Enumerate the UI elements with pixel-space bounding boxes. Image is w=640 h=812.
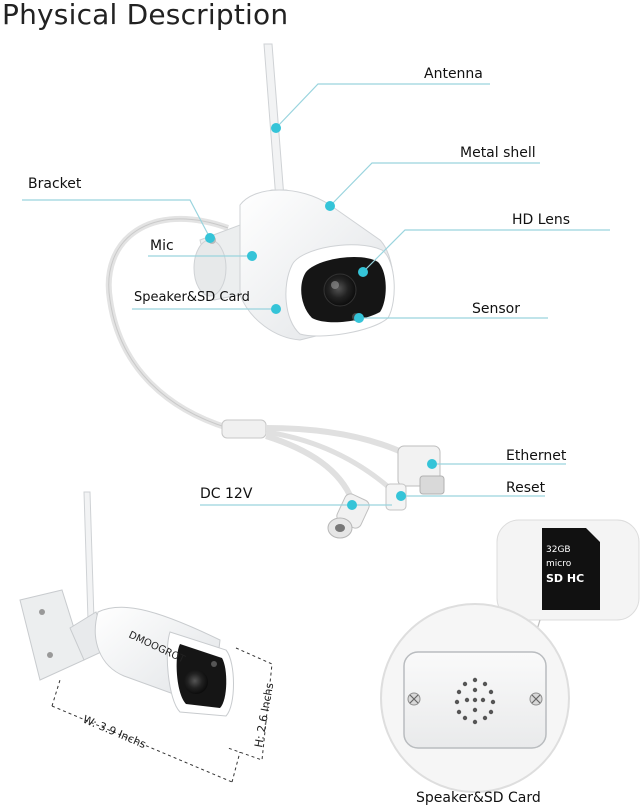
sd-card-capacity: 32GB (546, 545, 571, 555)
width-dimension-line (51, 705, 233, 783)
sd-card-inset: 32GB micro SD HC (496, 519, 640, 653)
small-antenna (83, 491, 95, 621)
sd-card-brand: micro (546, 559, 572, 569)
speaker-panel-closeup (380, 603, 570, 793)
callout-bracket: Bracket (28, 176, 82, 192)
height-dimension-line (227, 647, 273, 761)
main-camera (105, 43, 445, 539)
hd-lens (323, 273, 357, 307)
speaker-sd-caption: Speaker&SD Card (416, 790, 541, 806)
speaker-holes (454, 677, 496, 725)
dimension-camera: DMOOGROT W: 3.9 Inchs H: 2.6 Inchs (19, 491, 276, 783)
callout-reset: Reset (506, 480, 546, 496)
callout-dots (205, 123, 437, 510)
callout-dc-12v: DC 12V (200, 486, 253, 502)
sd-card (542, 528, 600, 610)
callout-sensor: Sensor (472, 301, 520, 317)
sd-card-type: SD HC (546, 572, 584, 585)
reset-button-connector (385, 483, 407, 511)
height-label: H: 2.6 Inchs (252, 682, 276, 749)
width-label: W: 3.9 Inchs (81, 713, 148, 751)
callout-hd-lens: HD Lens (512, 212, 571, 228)
callout-mic: Mic (150, 238, 174, 254)
callout-antenna: Antenna (424, 66, 483, 82)
callout-ethernet: Ethernet (506, 448, 567, 464)
callout-lines (22, 83, 610, 506)
cable-splitter (221, 419, 267, 439)
page-title: Physical Description (2, 0, 289, 31)
callout-metal-shell: Metal shell (460, 145, 536, 161)
callout-speaker-sd: Speaker&SD Card (134, 290, 250, 305)
